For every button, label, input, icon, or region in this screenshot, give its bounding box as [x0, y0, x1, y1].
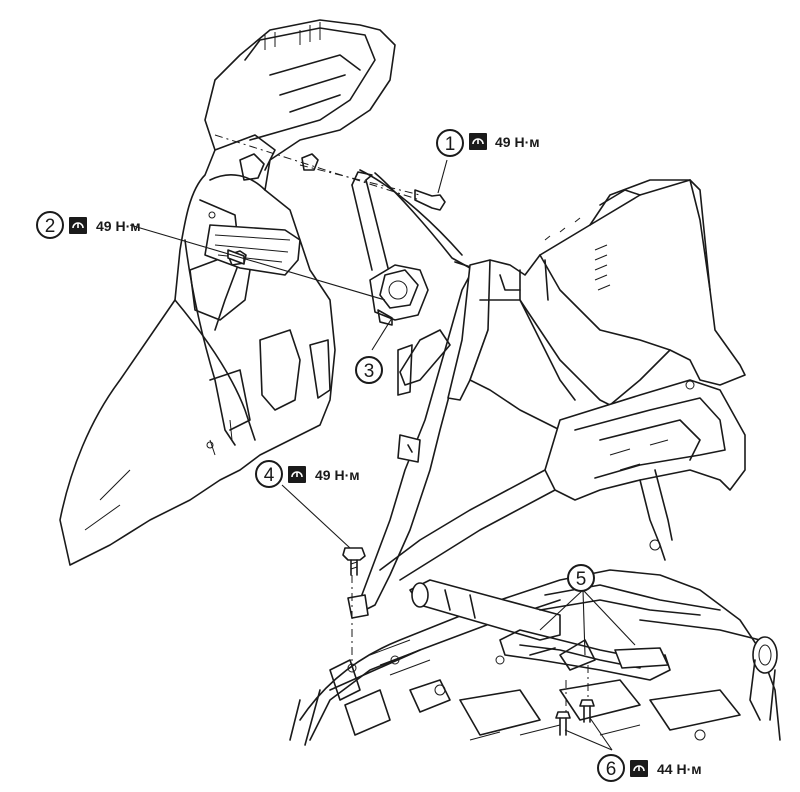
callout-3: 3 [355, 356, 383, 384]
svg-text:1: 1 [445, 134, 456, 155]
callout-4: 4 49 Н·м [255, 460, 360, 488]
bolt-4 [342, 547, 366, 576]
torque-wrench-icon [288, 466, 306, 483]
callout-6: 6 44 Н·м [597, 754, 702, 782]
seat-belt-retractor [369, 264, 429, 326]
svg-text:6: 6 [606, 759, 617, 780]
callout-5: 5 [567, 564, 595, 592]
svg-text:49 Н·м: 49 Н·м [96, 218, 141, 234]
seat-rail-assembly [409, 579, 778, 721]
seat-frame [379, 379, 746, 581]
svg-text:3: 3 [364, 361, 375, 382]
callout-2: 2 49 Н·м [36, 211, 141, 239]
svg-text:49 Н·м: 49 Н·м [495, 134, 540, 150]
svg-text:2: 2 [45, 216, 56, 237]
svg-text:4: 4 [264, 465, 275, 486]
left-quarter-trim-panel [59, 19, 396, 566]
bolt-2 [227, 249, 245, 265]
bolts-6 [555, 699, 595, 736]
upper-anchor-bracket [204, 153, 301, 276]
alignment-lines [214, 134, 589, 712]
right-quarter-trim [469, 179, 746, 431]
callout-1: 1 49 Н·м [436, 129, 540, 157]
svg-text:49 Н·м: 49 Н·м [315, 467, 360, 483]
torque-wrench-icon [69, 217, 87, 234]
leader-lines [129, 159, 636, 751]
floor-pan [289, 569, 781, 746]
svg-text:44 Н·м: 44 Н·м [657, 761, 702, 777]
torque-wrench-icon [630, 760, 648, 777]
bolt-1 [414, 189, 446, 211]
torque-wrench-icon [469, 133, 487, 150]
svg-text:5: 5 [576, 569, 587, 590]
